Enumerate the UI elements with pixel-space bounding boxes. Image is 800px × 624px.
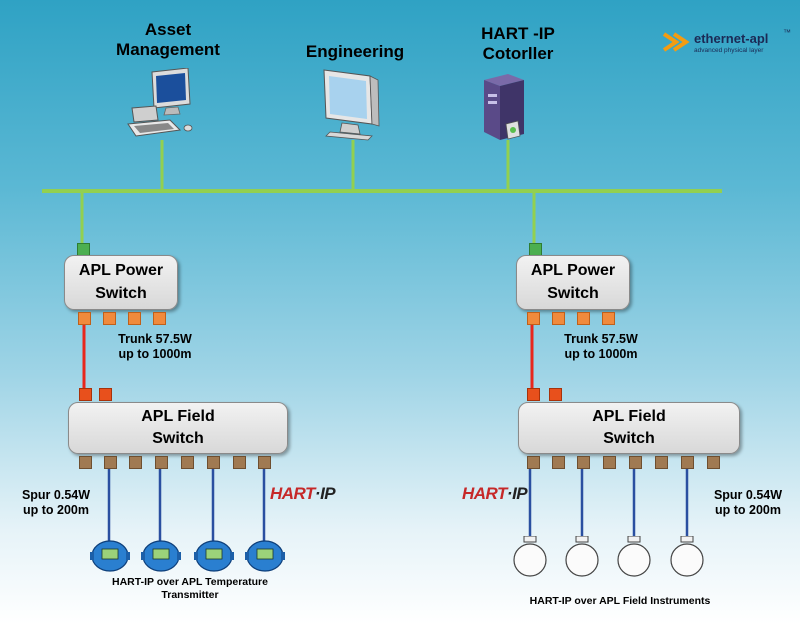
right-field-switch-port-7 bbox=[681, 456, 694, 469]
left-power-switch-port-1 bbox=[78, 312, 91, 325]
left-field-switch-trunk-port-1 bbox=[79, 388, 92, 401]
field-instrument-icon-2 bbox=[565, 536, 599, 577]
right-field-switch-trunk-port-2 bbox=[549, 388, 562, 401]
right-field-switch-trunk-port-1 bbox=[527, 388, 540, 401]
left-hart-ip-logo: HART·IP bbox=[270, 484, 336, 503]
right-field-switch-port-2 bbox=[552, 456, 565, 469]
logo-wordmark: ethernet-apl bbox=[694, 31, 769, 46]
temperature-transmitter-icon-4 bbox=[245, 540, 285, 572]
right-field-switch-port-8 bbox=[707, 456, 720, 469]
monitor-icon bbox=[323, 69, 380, 141]
right-field-switch-port-3 bbox=[577, 456, 590, 469]
right-devices-caption: HART-IP over APL Field Instruments bbox=[529, 595, 711, 607]
right-field-switch-port-5 bbox=[629, 456, 642, 469]
temperature-transmitter-icon-2 bbox=[141, 540, 181, 572]
right-field-switch-port-4 bbox=[603, 456, 616, 469]
engineering-label: Engineering bbox=[305, 42, 405, 61]
left-field-switch-port-3 bbox=[129, 456, 142, 469]
left-field-switch-port-5 bbox=[181, 456, 194, 469]
right-power-switch-port-1 bbox=[527, 312, 540, 325]
left-field-switch-port-8 bbox=[258, 456, 271, 469]
field-instrument-icon-4 bbox=[670, 536, 704, 577]
right-power-switch-port-2 bbox=[552, 312, 565, 325]
left-power-switch-port-4 bbox=[153, 312, 166, 325]
left-power-switch-port-3 bbox=[128, 312, 141, 325]
left-field-switch-port-4 bbox=[155, 456, 168, 469]
left-field-switch-trunk-port-2 bbox=[99, 388, 112, 401]
left-field-switch-port-2 bbox=[104, 456, 117, 469]
right-field-switch-port-6 bbox=[655, 456, 668, 469]
right-hart-ip-logo: HART·IP bbox=[462, 484, 528, 503]
logo-tm: ™ bbox=[783, 28, 791, 37]
right-power-switch-port-4 bbox=[602, 312, 615, 325]
server-icon bbox=[484, 74, 524, 140]
field-instrument-icon-3 bbox=[617, 536, 651, 577]
ethernet-apl-logo: ethernet-apl ™ advanced physical layer bbox=[662, 28, 796, 58]
left-field-switch-port-7 bbox=[233, 456, 246, 469]
temperature-transmitter-icon-1 bbox=[90, 540, 130, 572]
logo-tagline: advanced physical layer bbox=[694, 47, 764, 54]
left-power-switch-port-2 bbox=[103, 312, 116, 325]
apl-chevron-icon bbox=[662, 32, 690, 52]
desktop-computer-icon bbox=[127, 68, 193, 137]
left-field-switch-port-1 bbox=[79, 456, 92, 469]
right-field-switch-port-1 bbox=[527, 456, 540, 469]
field-instrument-icon-1 bbox=[513, 536, 547, 577]
left-field-switch-port-6 bbox=[207, 456, 220, 469]
temperature-transmitter-icon-3 bbox=[194, 540, 234, 572]
right-power-switch-port-3 bbox=[577, 312, 590, 325]
